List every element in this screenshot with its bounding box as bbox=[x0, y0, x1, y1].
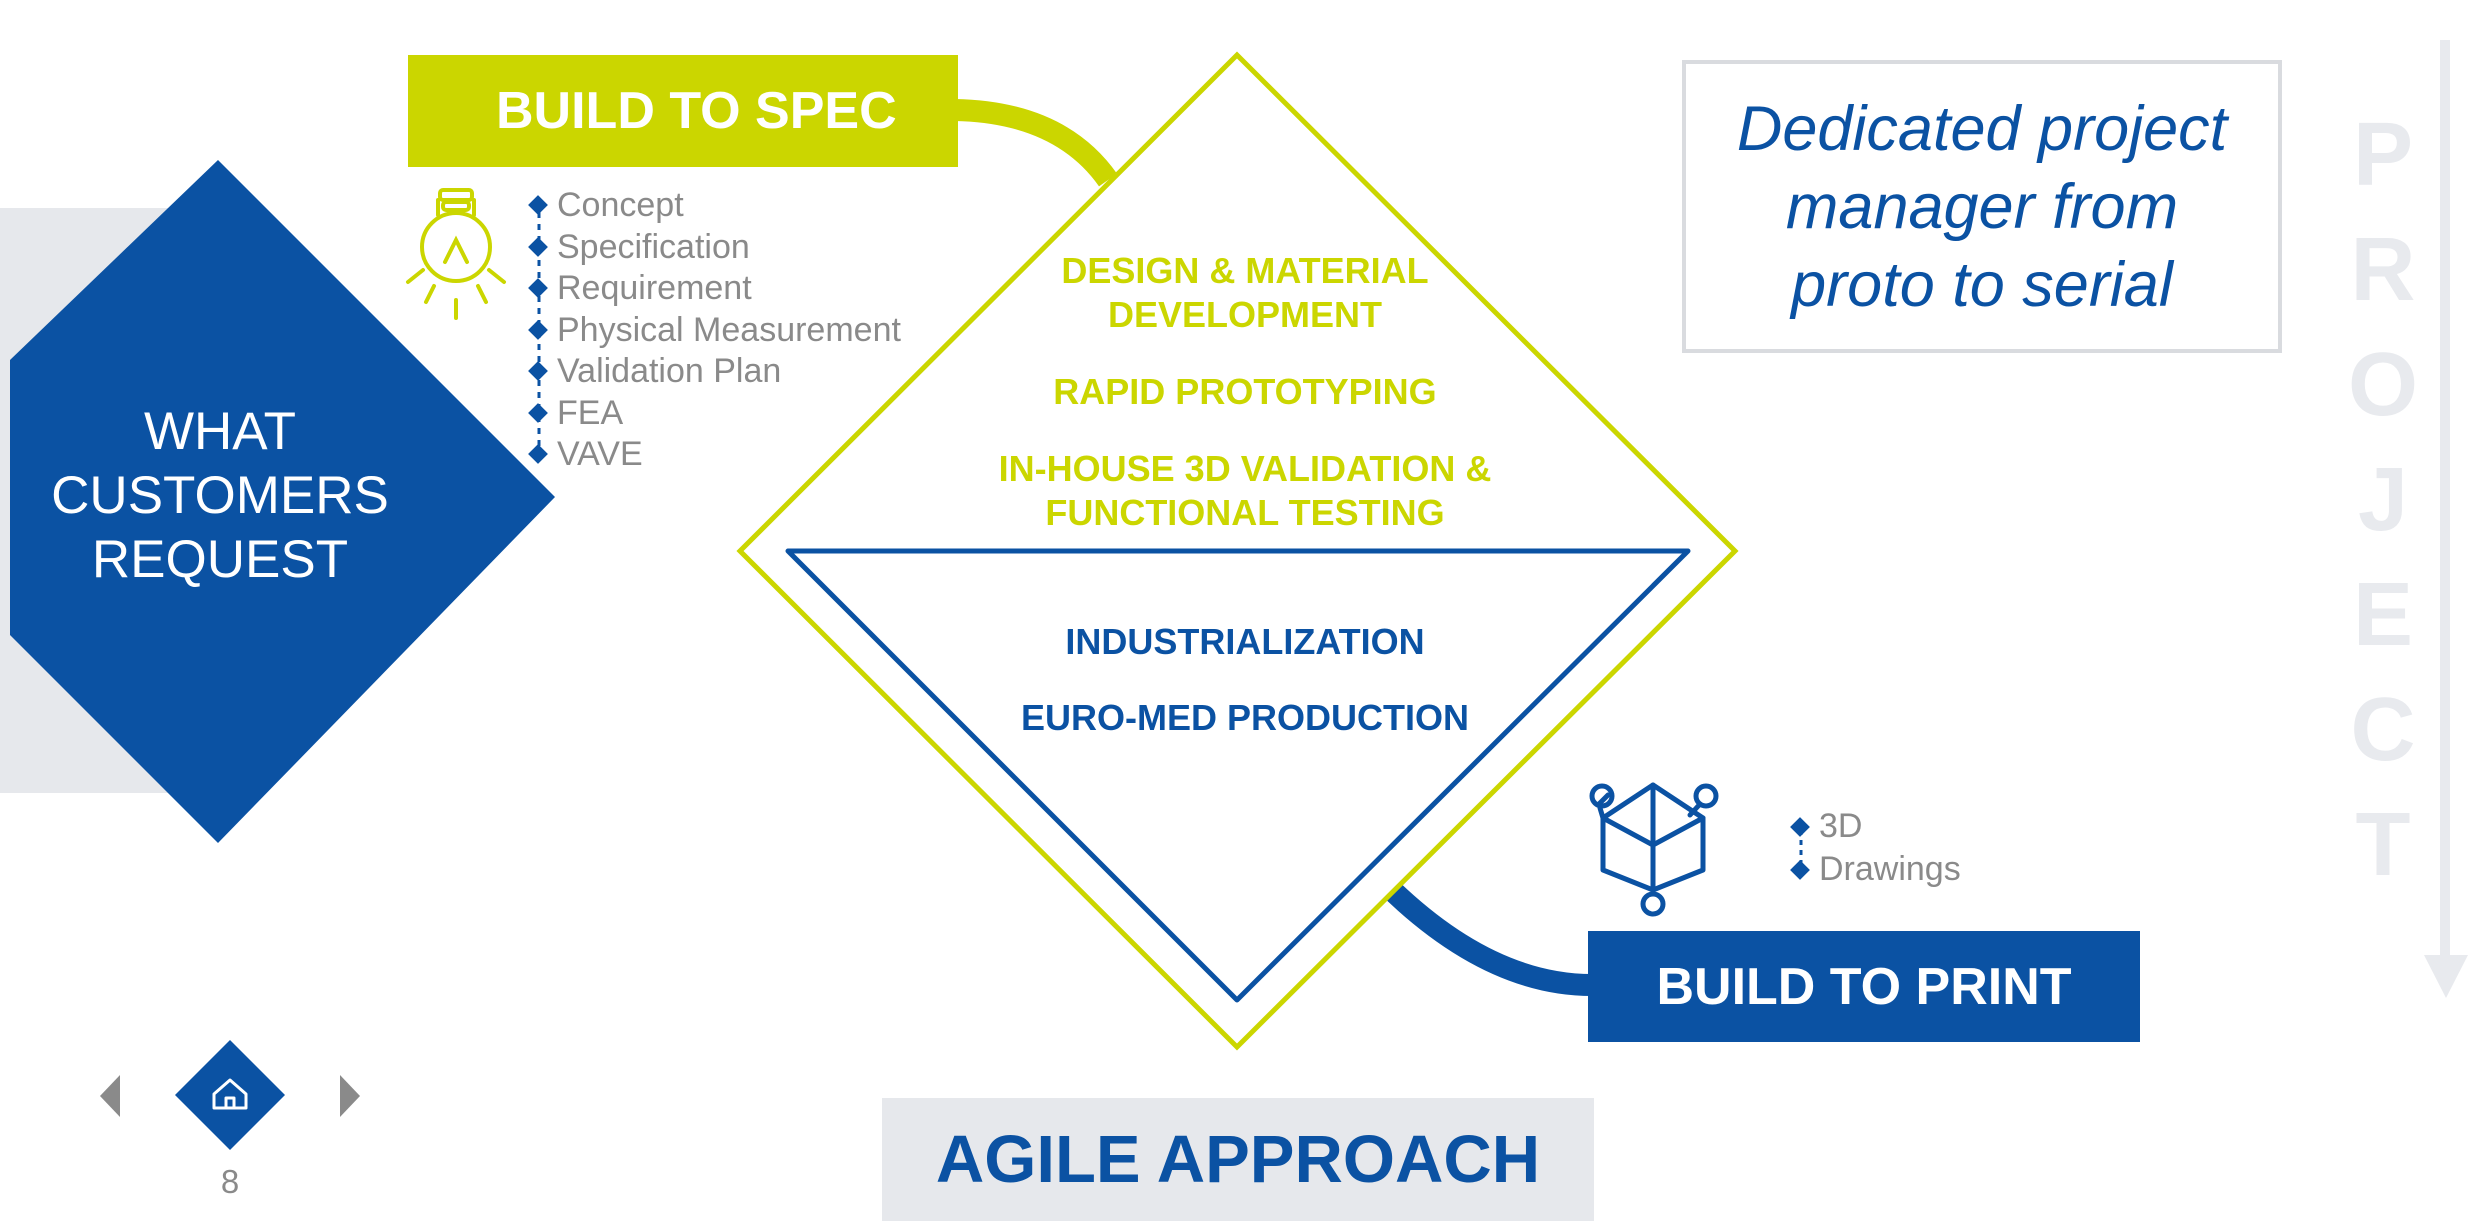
bullet-diamond-icon bbox=[528, 402, 548, 423]
phase-industrialization: INDUSTRIALIZATION bbox=[1065, 621, 1425, 662]
3d-cube-icon bbox=[1589, 782, 1719, 917]
bullet-diamond-icon bbox=[1790, 860, 1810, 880]
bullet-diamond-icon bbox=[528, 278, 548, 298]
project-letter: J bbox=[2357, 450, 2409, 550]
home-icon bbox=[212, 1078, 248, 1110]
list-item: FEA bbox=[528, 393, 901, 435]
phase-design: DESIGN & MATERIAL DEVELOPMENT bbox=[1061, 250, 1429, 335]
build-to-spec-title: BUILD TO SPEC bbox=[496, 82, 897, 140]
bullet-diamond-icon bbox=[528, 361, 548, 381]
phase-prototyping: RAPID PROTOTYPING bbox=[1053, 371, 1437, 412]
agile-approach-banner: AGILE APPROACH bbox=[882, 1098, 1594, 1221]
list-item: Concept bbox=[528, 185, 901, 227]
project-letter: O bbox=[2347, 335, 2418, 435]
project-letter: C bbox=[2350, 680, 2416, 780]
production-triangle bbox=[785, 548, 1691, 1003]
home-button[interactable] bbox=[180, 1045, 280, 1145]
bullet-diamond-icon bbox=[528, 195, 548, 215]
project-letter: T bbox=[2355, 795, 2411, 895]
project-letter: P bbox=[2352, 105, 2414, 205]
bullet-diamond-icon bbox=[528, 444, 548, 464]
bullet-diamond-icon bbox=[528, 236, 548, 257]
prev-button[interactable] bbox=[92, 1070, 128, 1122]
next-button[interactable] bbox=[333, 1070, 369, 1122]
phase-production: EURO-MED PRODUCTION bbox=[1021, 697, 1469, 738]
project-manager-callout: Dedicated project manager from proto to … bbox=[1682, 60, 2282, 353]
triangle-right-icon bbox=[340, 1075, 360, 1117]
project-arrow-head bbox=[2424, 955, 2468, 998]
list-item: Requirement bbox=[528, 268, 901, 310]
lightbulb-icon bbox=[406, 188, 506, 320]
page-number: 8 bbox=[220, 1163, 240, 1200]
home-button-bg bbox=[175, 1040, 285, 1150]
project-letter: R bbox=[2350, 220, 2416, 320]
build-to-print-box bbox=[1588, 931, 2140, 1042]
customers-diamond bbox=[10, 160, 555, 843]
list-item: 3D bbox=[1790, 805, 1961, 848]
bullet-diamond-icon bbox=[1790, 817, 1810, 837]
spec-connector bbox=[954, 99, 1117, 187]
customers-label: WHAT CUSTOMERS REQUEST bbox=[51, 402, 389, 589]
build-to-spec-box bbox=[408, 55, 958, 167]
triangle-left-icon bbox=[100, 1075, 120, 1117]
phase-validation: IN-HOUSE 3D VALIDATION & FUNCTIONAL TEST… bbox=[998, 448, 1492, 533]
list-item: VAVE bbox=[528, 434, 901, 476]
list-item: Physical Measurement bbox=[528, 310, 901, 352]
list-item: Specification bbox=[528, 227, 901, 269]
list-item: Drawings bbox=[1790, 848, 1961, 891]
print-connector bbox=[1361, 860, 1593, 996]
build-to-print-list: 3D Drawings bbox=[1790, 805, 1961, 891]
build-to-spec-list: Concept Specification Requirement Physic… bbox=[528, 185, 901, 476]
list-item: Validation Plan bbox=[528, 351, 901, 393]
project-letter: E bbox=[2352, 565, 2414, 665]
build-to-print-title: BUILD TO PRINT bbox=[1656, 957, 2072, 1016]
bullet-diamond-icon bbox=[528, 319, 548, 340]
